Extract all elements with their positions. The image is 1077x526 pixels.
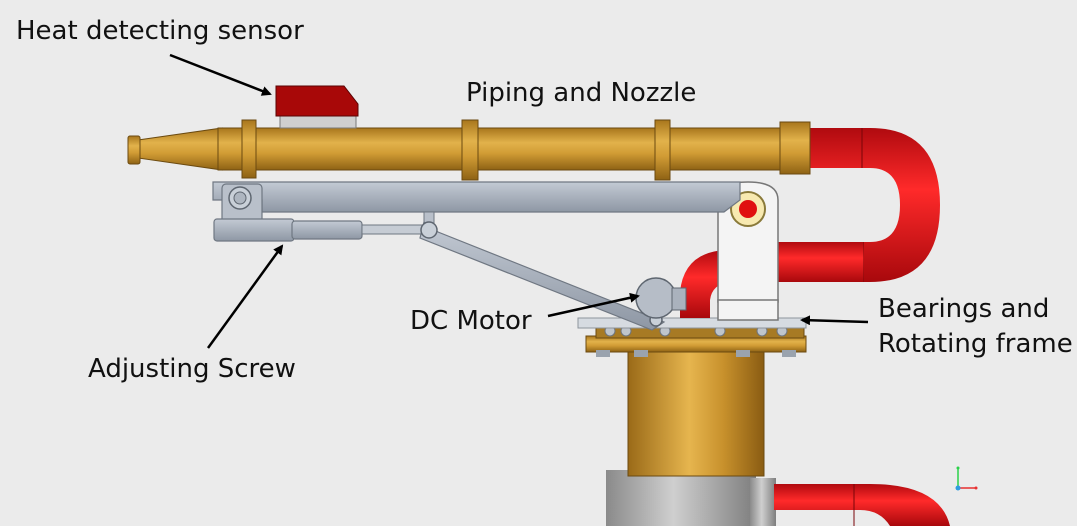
dc-motor-arrow <box>547 292 640 318</box>
heat-sensor-label: Heat detecting sensor <box>16 16 304 46</box>
main-pipe <box>127 119 811 181</box>
base-cylinder <box>627 349 765 477</box>
dc-motor <box>635 277 687 319</box>
heat-sensor <box>275 85 359 129</box>
frame-arm <box>212 181 741 225</box>
support-column <box>606 470 776 526</box>
bearings-arrow <box>800 315 869 326</box>
bearings-label: Bearings and Rotating frame <box>878 292 1073 362</box>
lower-red-pipe <box>774 484 950 526</box>
base-flange <box>585 335 807 357</box>
bearings-label-line2: Rotating frame <box>878 329 1073 360</box>
bearings-label-line1: Bearings and <box>878 294 1050 324</box>
bearing-plates <box>577 317 807 339</box>
heat-sensor-arrow <box>169 53 272 96</box>
adjusting-screw-arrow <box>206 244 284 349</box>
axis-triad-icon <box>955 466 978 491</box>
piping-nozzle-label: Piping and Nozzle <box>466 78 697 108</box>
adjusting-screw <box>213 218 433 242</box>
adjusting-screw-label: Adjusting Screw <box>88 354 296 384</box>
dc-motor-label: DC Motor <box>410 306 532 336</box>
pivot-bracket <box>717 181 779 321</box>
